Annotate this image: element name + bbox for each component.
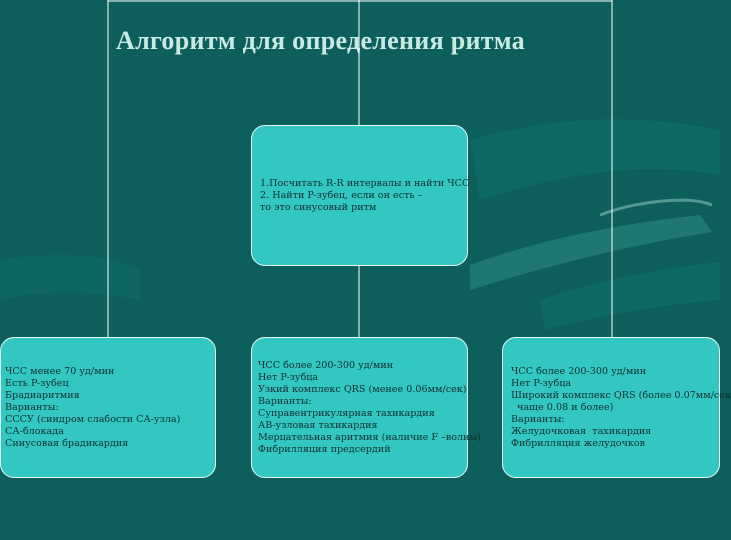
node-text-line: Синусовая брадикардия <box>5 437 129 449</box>
node-text-line: Широкий комплекс QRS (более 0.07мм/сек <box>511 389 731 401</box>
node-text-line: АВ-узловая тахикардия <box>258 419 378 431</box>
node-text-line: Узкий комплекс QRS (менее 0.06мм/сек) <box>258 383 467 395</box>
node-text-line: Фибрилляция предсердий <box>258 443 391 455</box>
node-text-line: Мерцательная аритмия (наличие F –волны) <box>258 431 481 443</box>
node-text-line: 2. Найти P-зубец, если он есть – <box>260 189 423 201</box>
page-title: Алгоритм для определения ритма <box>116 26 525 55</box>
node-text-line: ЧСС менее 70 уд/мин <box>5 365 115 377</box>
node-text-line: Желудочковая тахикардия <box>511 425 652 437</box>
node-text-line: Варианты: <box>5 401 59 413</box>
node-text-line: СССУ (синдром слабости СА-узла) <box>5 413 181 425</box>
node-text-line: СА-блокада <box>5 425 64 437</box>
node-text-line: ЧСС более 200-300 уд/мин <box>511 365 647 377</box>
node-text-line: то это синусовый ритм <box>260 201 377 213</box>
node-text-line: 1.Посчитать R-R интервалы и найти ЧСС <box>260 177 470 189</box>
node-text-line: Нет P-зубца <box>511 377 572 389</box>
node-text-line: Варианты: <box>511 413 565 425</box>
node-text-line: Нет P-зубца <box>258 371 319 383</box>
node-text-line: Есть P-зубец <box>5 377 69 389</box>
node-text-line: ЧСС более 200-300 уд/мин <box>258 359 394 371</box>
node-text-line: Фибрилляция желудочков <box>511 437 646 449</box>
node-text-line: Суправентрикулярная тахикардия <box>258 407 435 419</box>
node-text-line: Брадиаритмия <box>5 389 80 401</box>
node-text-line: Варианты: <box>258 395 312 407</box>
node-text-line: чаще 0.08 и более) <box>511 401 614 413</box>
